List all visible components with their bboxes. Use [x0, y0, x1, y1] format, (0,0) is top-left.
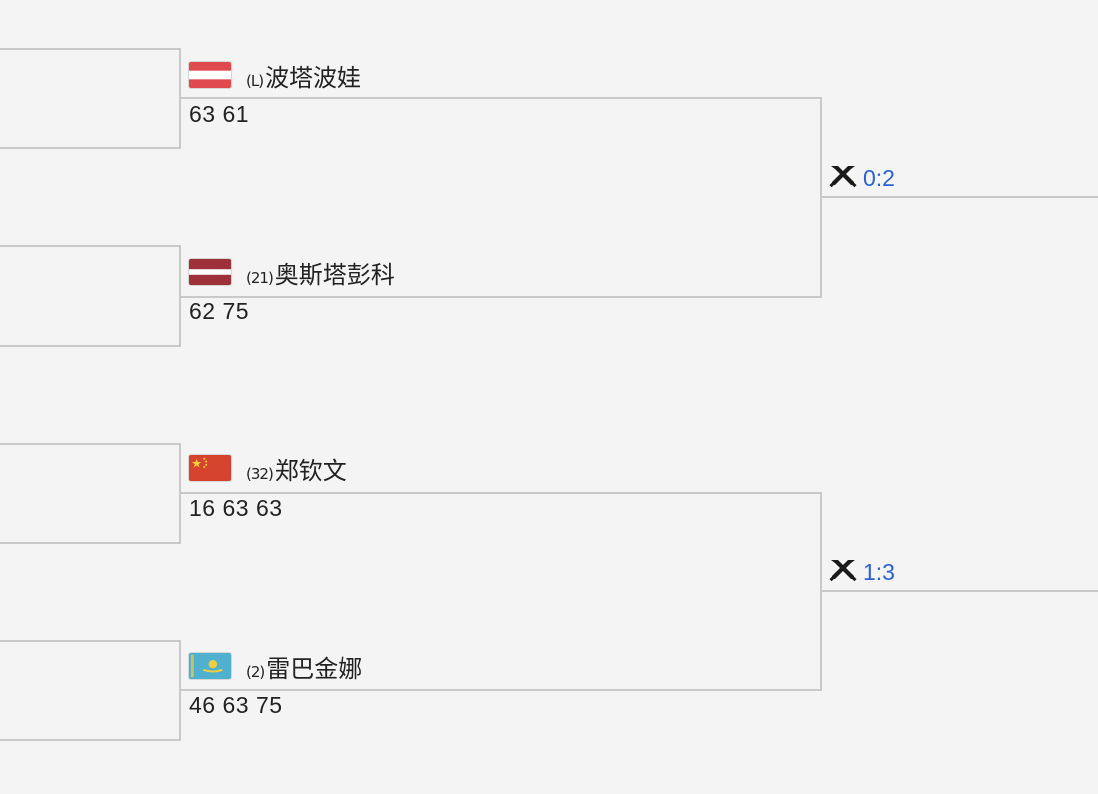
- bracket-line: [0, 542, 181, 544]
- bracket-line: [0, 443, 181, 445]
- player-name[interactable]: (L)波塔波娃: [246, 58, 361, 93]
- bracket-line: [0, 345, 181, 347]
- head-to-head-record[interactable]: 1:3: [863, 558, 895, 585]
- head-to-head-record[interactable]: 0:2: [863, 164, 895, 191]
- bracket-line: [181, 296, 822, 298]
- bracket-line: [0, 48, 181, 50]
- bracket-line: [179, 640, 181, 741]
- bracket-line: [181, 97, 822, 99]
- bracket-line: [822, 196, 1098, 198]
- crossed-swords-icon: [828, 557, 858, 587]
- match-score: 62 75: [189, 298, 250, 324]
- match-score: 63 61: [189, 101, 250, 127]
- player-seed: (32): [246, 464, 274, 483]
- player-name-text: 郑钦文: [274, 456, 347, 485]
- bracket-line: [0, 739, 181, 741]
- player-entry[interactable]: (2)雷巴金娜: [188, 649, 362, 683]
- player-entry[interactable]: (21)奥斯塔彭科: [188, 255, 395, 289]
- bracket-line: [179, 443, 181, 544]
- player-name-text: 奥斯塔彭科: [274, 260, 395, 289]
- player-seed: (2): [246, 662, 265, 681]
- head-to-head-link[interactable]: 1:3: [828, 557, 895, 587]
- bracket-line: [181, 492, 822, 494]
- bracket-line: [0, 640, 181, 642]
- crossed-swords-icon: [828, 163, 858, 193]
- bracket-line: [820, 492, 822, 691]
- player-seed: (21): [246, 268, 274, 287]
- match-score: 46 63 75: [189, 692, 283, 718]
- player-name[interactable]: (21)奥斯塔彭科: [246, 255, 395, 290]
- player-name-text: 波塔波娃: [265, 63, 362, 92]
- austria-flag-icon: [188, 61, 232, 89]
- bracket-line: [0, 147, 181, 149]
- bracket-line: [822, 590, 1098, 592]
- player-name[interactable]: (32)郑钦文: [246, 451, 347, 486]
- bracket-line: [820, 97, 822, 298]
- bracket-line: [179, 245, 181, 347]
- player-name[interactable]: (2)雷巴金娜: [246, 649, 362, 684]
- player-name-text: 雷巴金娜: [266, 654, 363, 683]
- china-flag-icon: [188, 454, 232, 482]
- match-score: 16 63 63: [189, 495, 283, 521]
- bracket-line: [0, 245, 181, 247]
- bracket-line: [181, 689, 822, 691]
- head-to-head-link[interactable]: 0:2: [828, 163, 895, 193]
- kazakhstan-flag-icon: [188, 652, 232, 680]
- player-entry[interactable]: (L)波塔波娃: [188, 58, 361, 92]
- player-seed: (L): [246, 71, 264, 90]
- latvia-flag-icon: [188, 258, 232, 286]
- player-entry[interactable]: (32)郑钦文: [188, 451, 347, 485]
- bracket-line: [179, 48, 181, 149]
